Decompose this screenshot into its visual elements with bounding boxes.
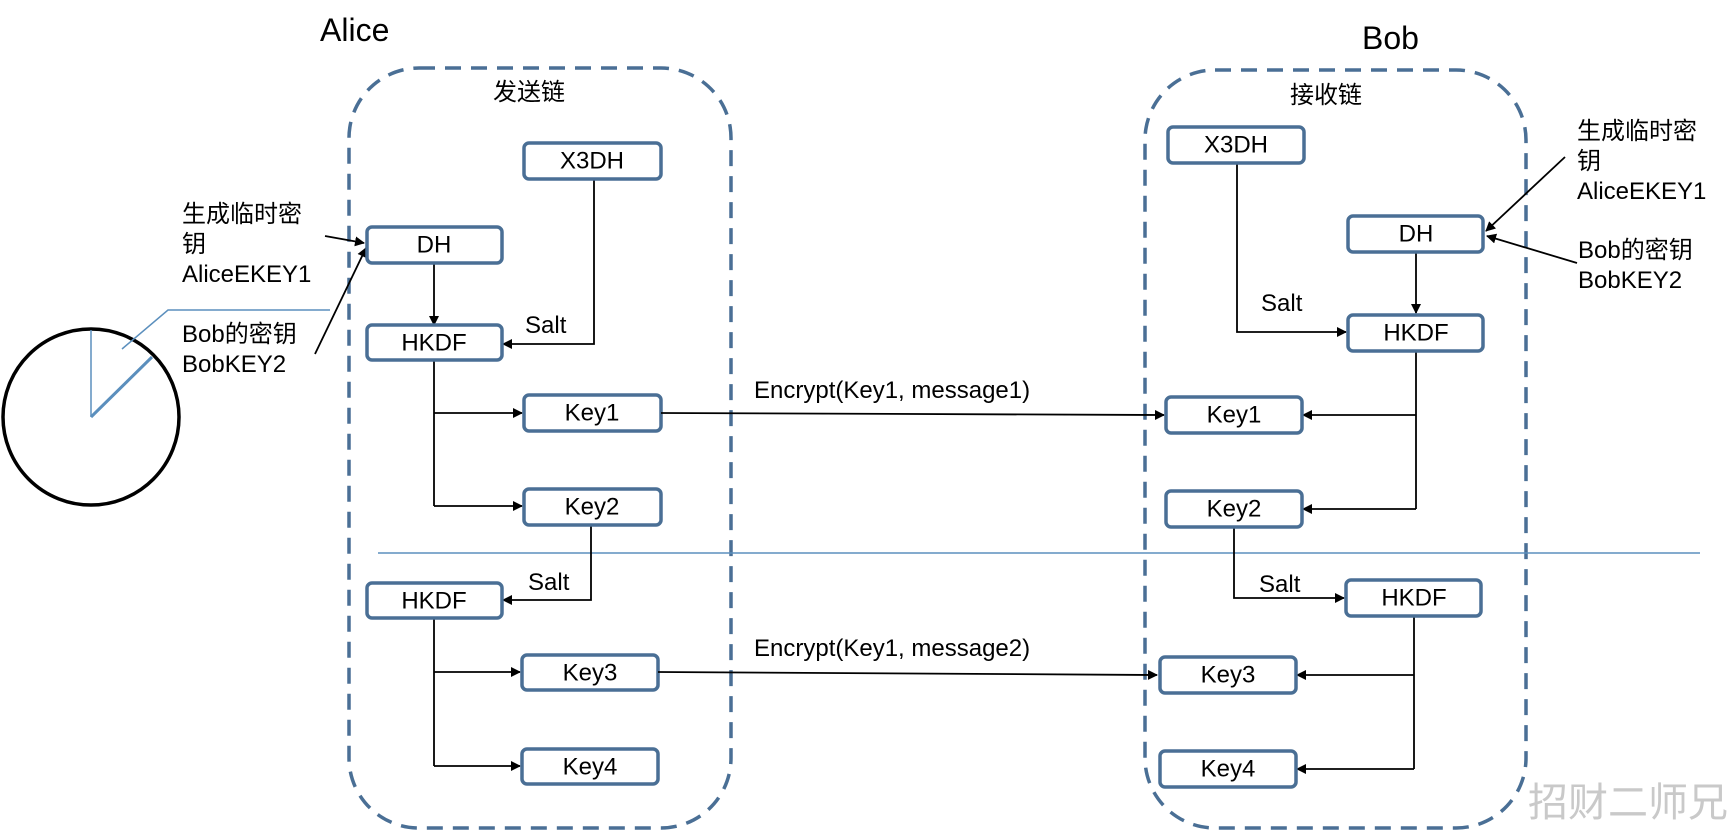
- bob-chain-label: 接收链: [1290, 82, 1362, 109]
- bob-bobkey-line-2: BobKEY2: [1578, 267, 1682, 294]
- clock-circle: [1, 327, 181, 507]
- bob-key2-text: Key2: [1207, 495, 1262, 522]
- alice-x3dh-box: [522, 141, 663, 181]
- alice-bobkey-arrow: [314, 247, 367, 355]
- bob-hkdf2-box: [1344, 578, 1483, 618]
- alice-key2-box: [522, 487, 663, 527]
- bob-salt1-label: Salt: [1261, 290, 1303, 317]
- bob-ephemeral-note: 生成临时密 钥 AliceEKEY1: [1577, 118, 1706, 205]
- alice-bobkey-line-1: Bob的密钥: [182, 321, 297, 348]
- alice-ephemeral-line-1: 生成临时密: [182, 201, 302, 228]
- clock-hand-diagonal: [89, 355, 154, 419]
- bob-bobkey-line-1: Bob的密钥: [1578, 237, 1693, 264]
- bob-key2-to-hkdf2-line: [1233, 527, 1345, 603]
- bob-x3dh-box: [1166, 125, 1306, 165]
- bob-key3-text: Key3: [1201, 661, 1256, 688]
- alice-ephemeral-note: 生成临时密 钥 AliceEKEY1: [182, 201, 311, 288]
- callout-line: [121, 309, 330, 350]
- bob-salt2-label: Salt: [1259, 571, 1301, 598]
- message1-arrow: [660, 409, 1165, 420]
- alice-dh-text: DH: [417, 231, 452, 258]
- bob-receive-chain-group: [1143, 68, 1528, 830]
- alice-title: Alice: [320, 12, 389, 48]
- alice-hkdf1-text: HKDF: [401, 329, 466, 356]
- alice-x3dh-text: X3DH: [560, 147, 624, 174]
- bob-key4-text: Key4: [1201, 755, 1256, 782]
- bob-key1-box: [1164, 395, 1304, 435]
- bob-bobkey-arrow: [1486, 233, 1578, 264]
- alice-key1-text: Key1: [565, 399, 620, 426]
- bob-hkdf1-box: [1346, 313, 1485, 353]
- bob-ephemeral-arrow: [1485, 156, 1566, 232]
- bob-hkdf1-text: HKDF: [1383, 319, 1448, 346]
- alice-x3dh-to-hkdf-line: [502, 179, 595, 349]
- watermark-text: 招财二师兄: [1528, 780, 1728, 826]
- alice-key2-to-hkdf2-line: [502, 525, 592, 605]
- bob-ephemeral-line-2: 钥: [1577, 148, 1601, 175]
- alice-salt2-label: Salt: [528, 569, 570, 596]
- bob-x3dh-text: X3DH: [1204, 131, 1268, 158]
- alice-hkdf1-box: [365, 323, 504, 362]
- bob-x3dh-to-hkdf-line: [1236, 163, 1347, 337]
- alice-ephemeral-line-2: 钥: [182, 231, 206, 258]
- bob-hkdf2-text: HKDF: [1381, 584, 1446, 611]
- message1-label: Encrypt(Key1, message1): [754, 377, 1030, 404]
- bob-key1-text: Key1: [1207, 401, 1262, 428]
- alice-key4-box: [520, 747, 660, 786]
- alice-key4-text: Key4: [563, 753, 618, 780]
- bob-ephemeral-line-3: AliceEKEY1: [1577, 178, 1706, 205]
- alice-key3-text: Key3: [563, 659, 618, 686]
- alice-dh-box: [365, 225, 504, 265]
- alice-ephemeral-line-3: AliceEKEY1: [182, 261, 311, 288]
- message2-arrow: [657, 669, 1158, 680]
- bob-dh-box: [1346, 214, 1485, 254]
- bob-key4-box: [1158, 749, 1298, 789]
- alice-salt1-label: Salt: [525, 312, 567, 339]
- alice-bobkey-line-2: BobKEY2: [182, 351, 286, 378]
- bob-key2-box: [1164, 489, 1304, 529]
- alice-ephemeral-arrow: [324, 235, 365, 247]
- bob-key3-box: [1158, 655, 1298, 695]
- bob-bobkey-note: Bob的密钥 BobKEY2: [1578, 237, 1699, 294]
- alice-send-chain-group: [347, 66, 733, 830]
- bob-title: Bob: [1362, 20, 1419, 56]
- alice-chain-label: 发送链: [493, 79, 565, 106]
- bob-dh-text: DH: [1399, 220, 1434, 247]
- bob-ephemeral-line-1: 生成临时密: [1577, 118, 1697, 145]
- alice-hkdf2-text: HKDF: [401, 587, 466, 614]
- alice-bobkey-note: Bob的密钥 BobKEY2: [182, 321, 303, 378]
- alice-key2-text: Key2: [565, 493, 620, 520]
- message2-label: Encrypt(Key1, message2): [754, 635, 1030, 662]
- alice-hkdf2-box: [365, 581, 504, 620]
